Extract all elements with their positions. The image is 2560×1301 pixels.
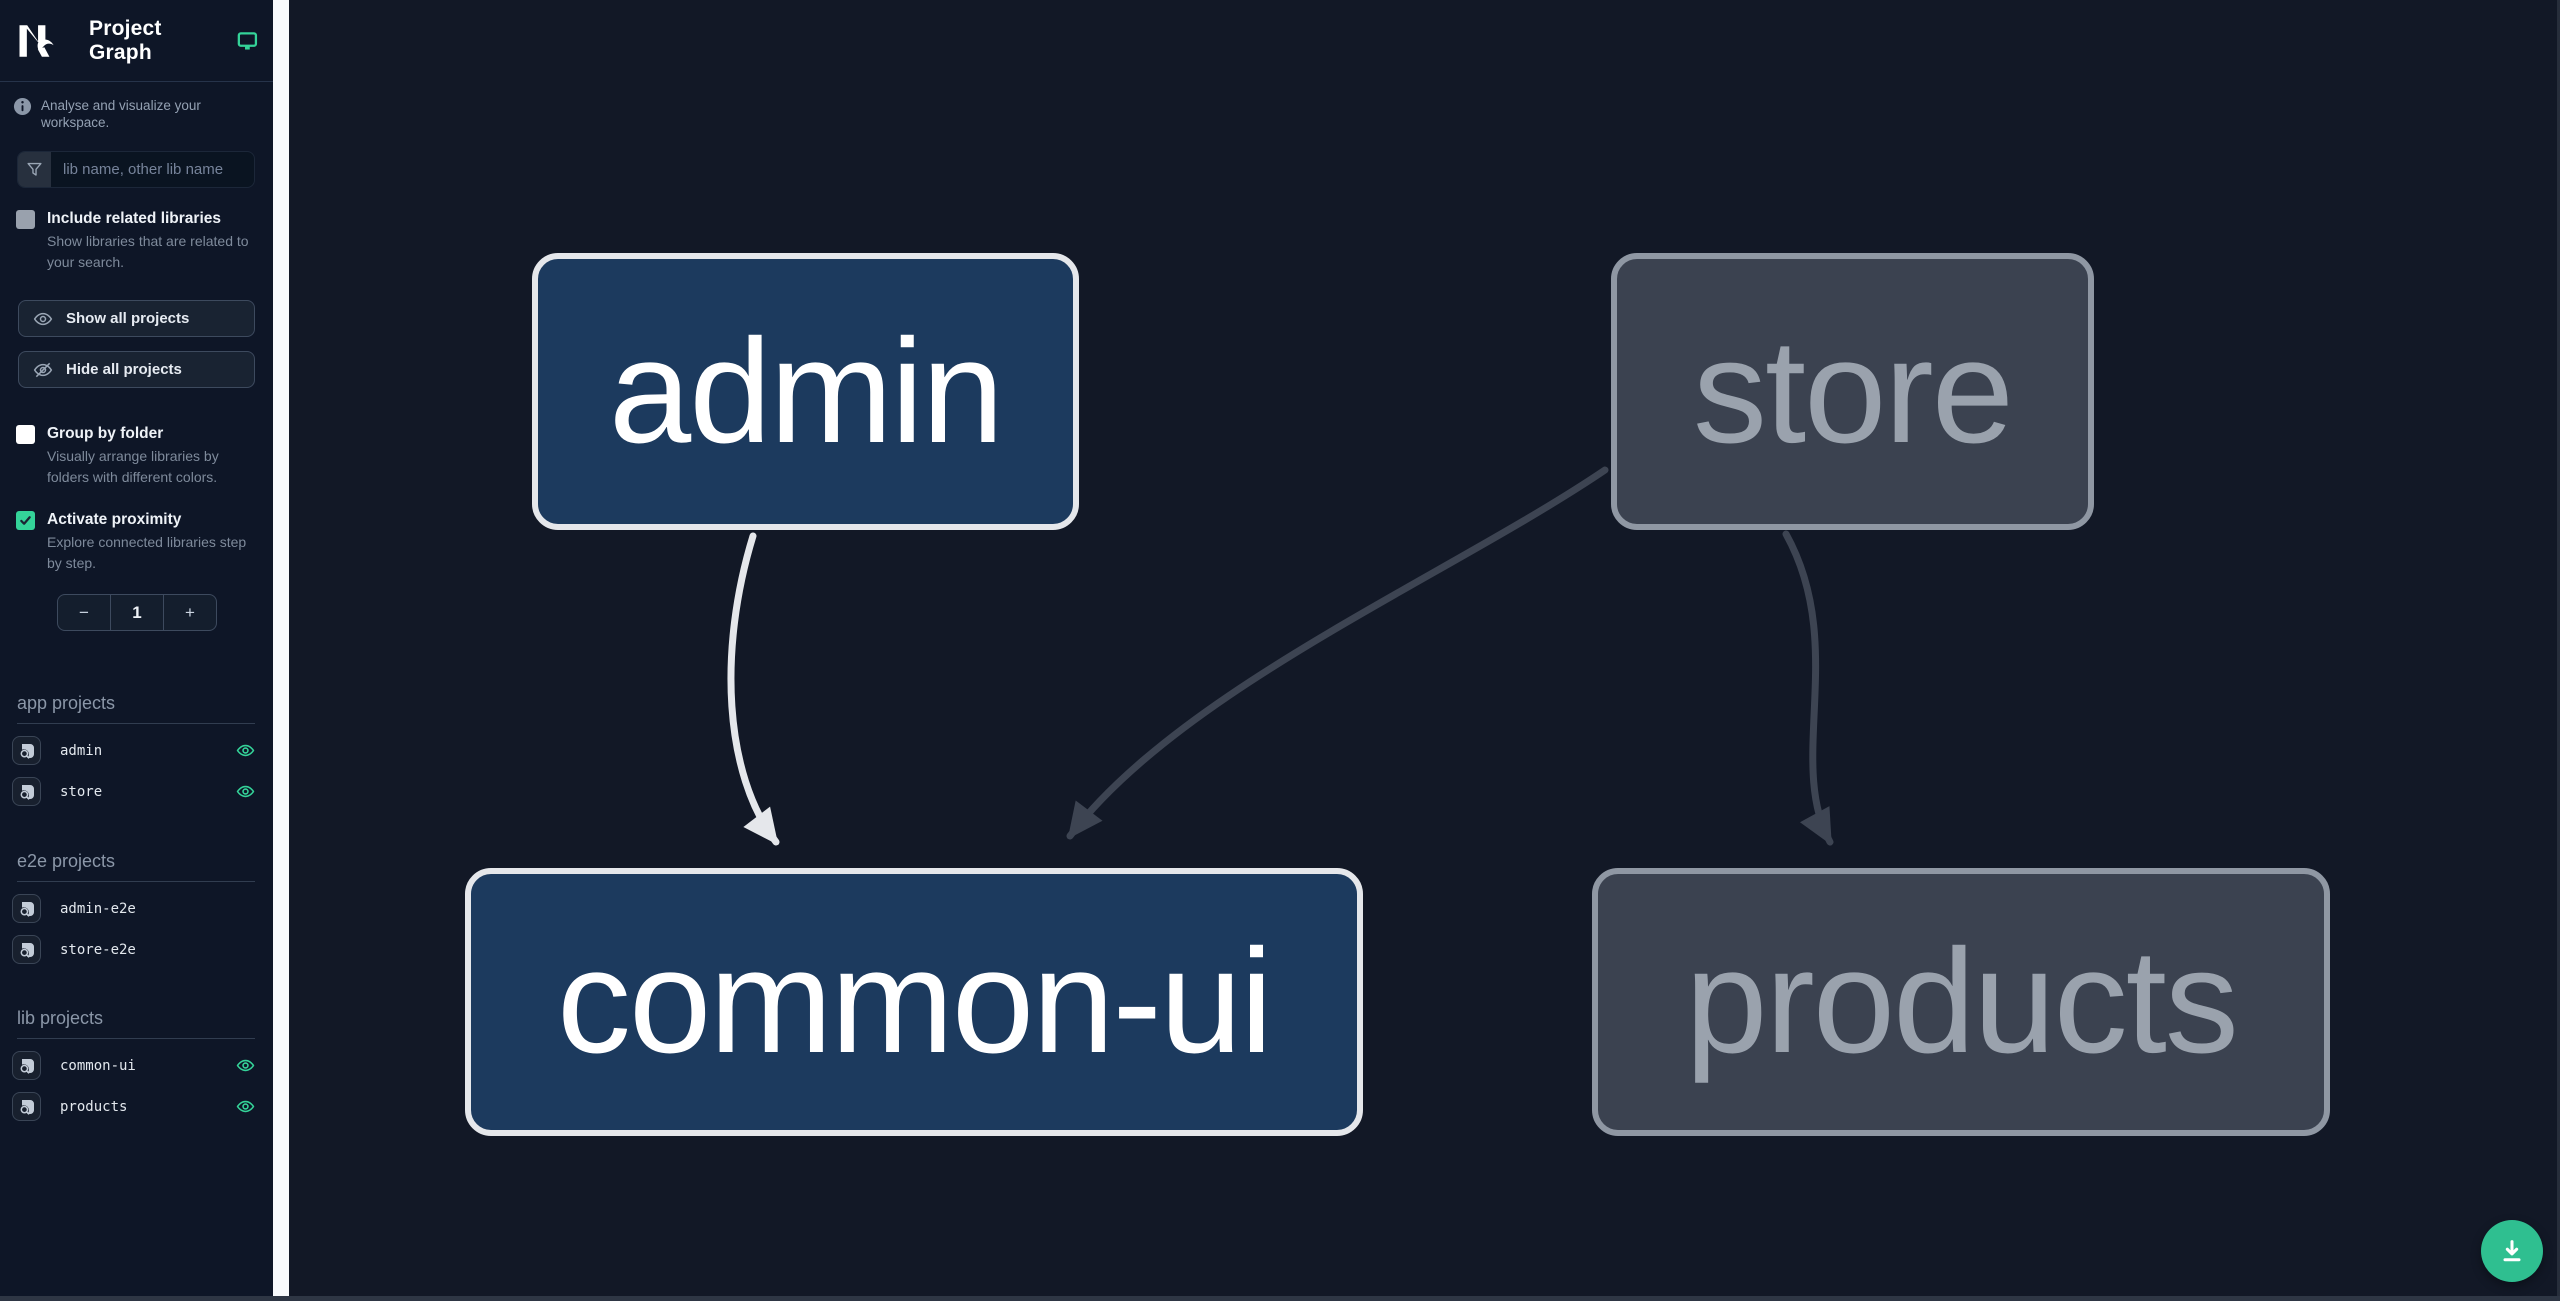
download-graph-button[interactable]	[2481, 1220, 2543, 1282]
sidebar: Project Graph Analyse and visualize your…	[0, 0, 273, 1301]
focus-project-icon[interactable]	[12, 777, 41, 806]
activate-proximity-option: Activate proximity Explore connected lib…	[16, 510, 257, 574]
section-lib-projects: lib projects	[17, 1008, 255, 1039]
workspace-intro: Analyse and visualize your workspace.	[13, 97, 257, 131]
focus-project-icon[interactable]	[12, 1051, 41, 1080]
monitor-icon[interactable]	[236, 29, 259, 53]
download-icon	[2503, 1240, 2521, 1262]
focus-project-icon[interactable]	[12, 935, 41, 964]
include-related-description: Show libraries that are related to your …	[47, 233, 249, 270]
visibility-eye-icon[interactable]	[236, 741, 255, 760]
edge-admin-to-common-ui[interactable]	[727, 532, 780, 846]
project-name[interactable]: store	[60, 783, 103, 800]
project-row-admin-e2e: admin-e2e	[12, 894, 255, 923]
info-icon	[13, 97, 32, 116]
project-name[interactable]: admin-e2e	[60, 900, 136, 917]
group-by-folder-description: Visually arrange libraries by folders wi…	[47, 448, 219, 485]
sidebar-header: Project Graph	[0, 0, 273, 82]
workspace-intro-text: Analyse and visualize your workspace.	[41, 98, 201, 130]
activate-proximity-description: Explore connected libraries step by step…	[47, 534, 247, 571]
project-row-store: store	[12, 777, 255, 806]
show-all-projects-label: Show all projects	[66, 310, 190, 327]
project-row-admin: admin	[12, 736, 255, 765]
edge-store-to-products[interactable]	[1782, 530, 1834, 846]
hide-all-projects-button[interactable]: Hide all projects	[18, 351, 255, 388]
proximity-decrement-button[interactable]: −	[79, 602, 89, 622]
proximity-increment-button[interactable]: +	[185, 602, 195, 622]
show-all-projects-button[interactable]: Show all projects	[18, 300, 255, 337]
include-related-label: Include related libraries	[47, 210, 222, 227]
graph-node-store[interactable]: store	[1611, 253, 2094, 530]
graph-node-products[interactable]: products	[1592, 868, 2330, 1136]
edge-store-to-common-ui[interactable]	[1066, 466, 1609, 840]
visibility-eye-icon[interactable]	[236, 1097, 255, 1116]
project-row-products: products	[12, 1092, 255, 1121]
nx-logo	[19, 24, 54, 57]
include-related-option: Include related libraries Show libraries…	[16, 209, 257, 273]
focus-project-icon[interactable]	[12, 894, 41, 923]
project-name[interactable]: common-ui	[60, 1057, 136, 1074]
horizontal-scrollbar-track[interactable]	[0, 1296, 2560, 1301]
eye-off-icon	[33, 362, 53, 377]
focus-project-icon[interactable]	[12, 736, 41, 765]
proximity-stepper: − 1 +	[57, 594, 217, 631]
graph-node-common-ui[interactable]: common-ui	[465, 868, 1363, 1136]
section-app-projects: app projects	[17, 693, 255, 724]
visibility-eye-icon[interactable]	[236, 1056, 255, 1075]
project-row-store-e2e: store-e2e	[12, 935, 255, 964]
visibility-eye-icon[interactable]	[236, 782, 255, 801]
vertical-scrollbar-track[interactable]	[2557, 0, 2560, 1301]
section-e2e-projects: e2e projects	[17, 851, 255, 882]
group-by-folder-checkbox[interactable]	[16, 425, 35, 444]
graph-node-admin[interactable]: admin	[532, 253, 1079, 530]
focus-project-icon[interactable]	[12, 1092, 41, 1121]
page-title: Project Graph	[89, 16, 162, 64]
search-input[interactable]	[51, 152, 254, 187]
include-related-checkbox[interactable]	[16, 210, 35, 229]
checkmark-icon	[20, 516, 31, 525]
group-by-folder-label: Group by folder	[47, 425, 164, 442]
eye-icon	[33, 312, 53, 325]
project-name[interactable]: admin	[60, 742, 103, 759]
funnel-icon	[18, 152, 51, 187]
activate-proximity-label: Activate proximity	[47, 511, 182, 528]
project-name[interactable]: products	[60, 1098, 128, 1115]
activate-proximity-checkbox[interactable]	[16, 511, 35, 530]
hide-all-projects-label: Hide all projects	[66, 361, 182, 378]
project-row-common-ui: common-ui	[12, 1051, 255, 1080]
project-name[interactable]: store-e2e	[60, 941, 136, 958]
sidebar-scrollbar[interactable]	[273, 0, 289, 1301]
group-by-folder-option: Group by folder Visually arrange librari…	[16, 424, 257, 488]
proximity-value: 1	[110, 595, 164, 630]
project-search	[17, 151, 255, 188]
